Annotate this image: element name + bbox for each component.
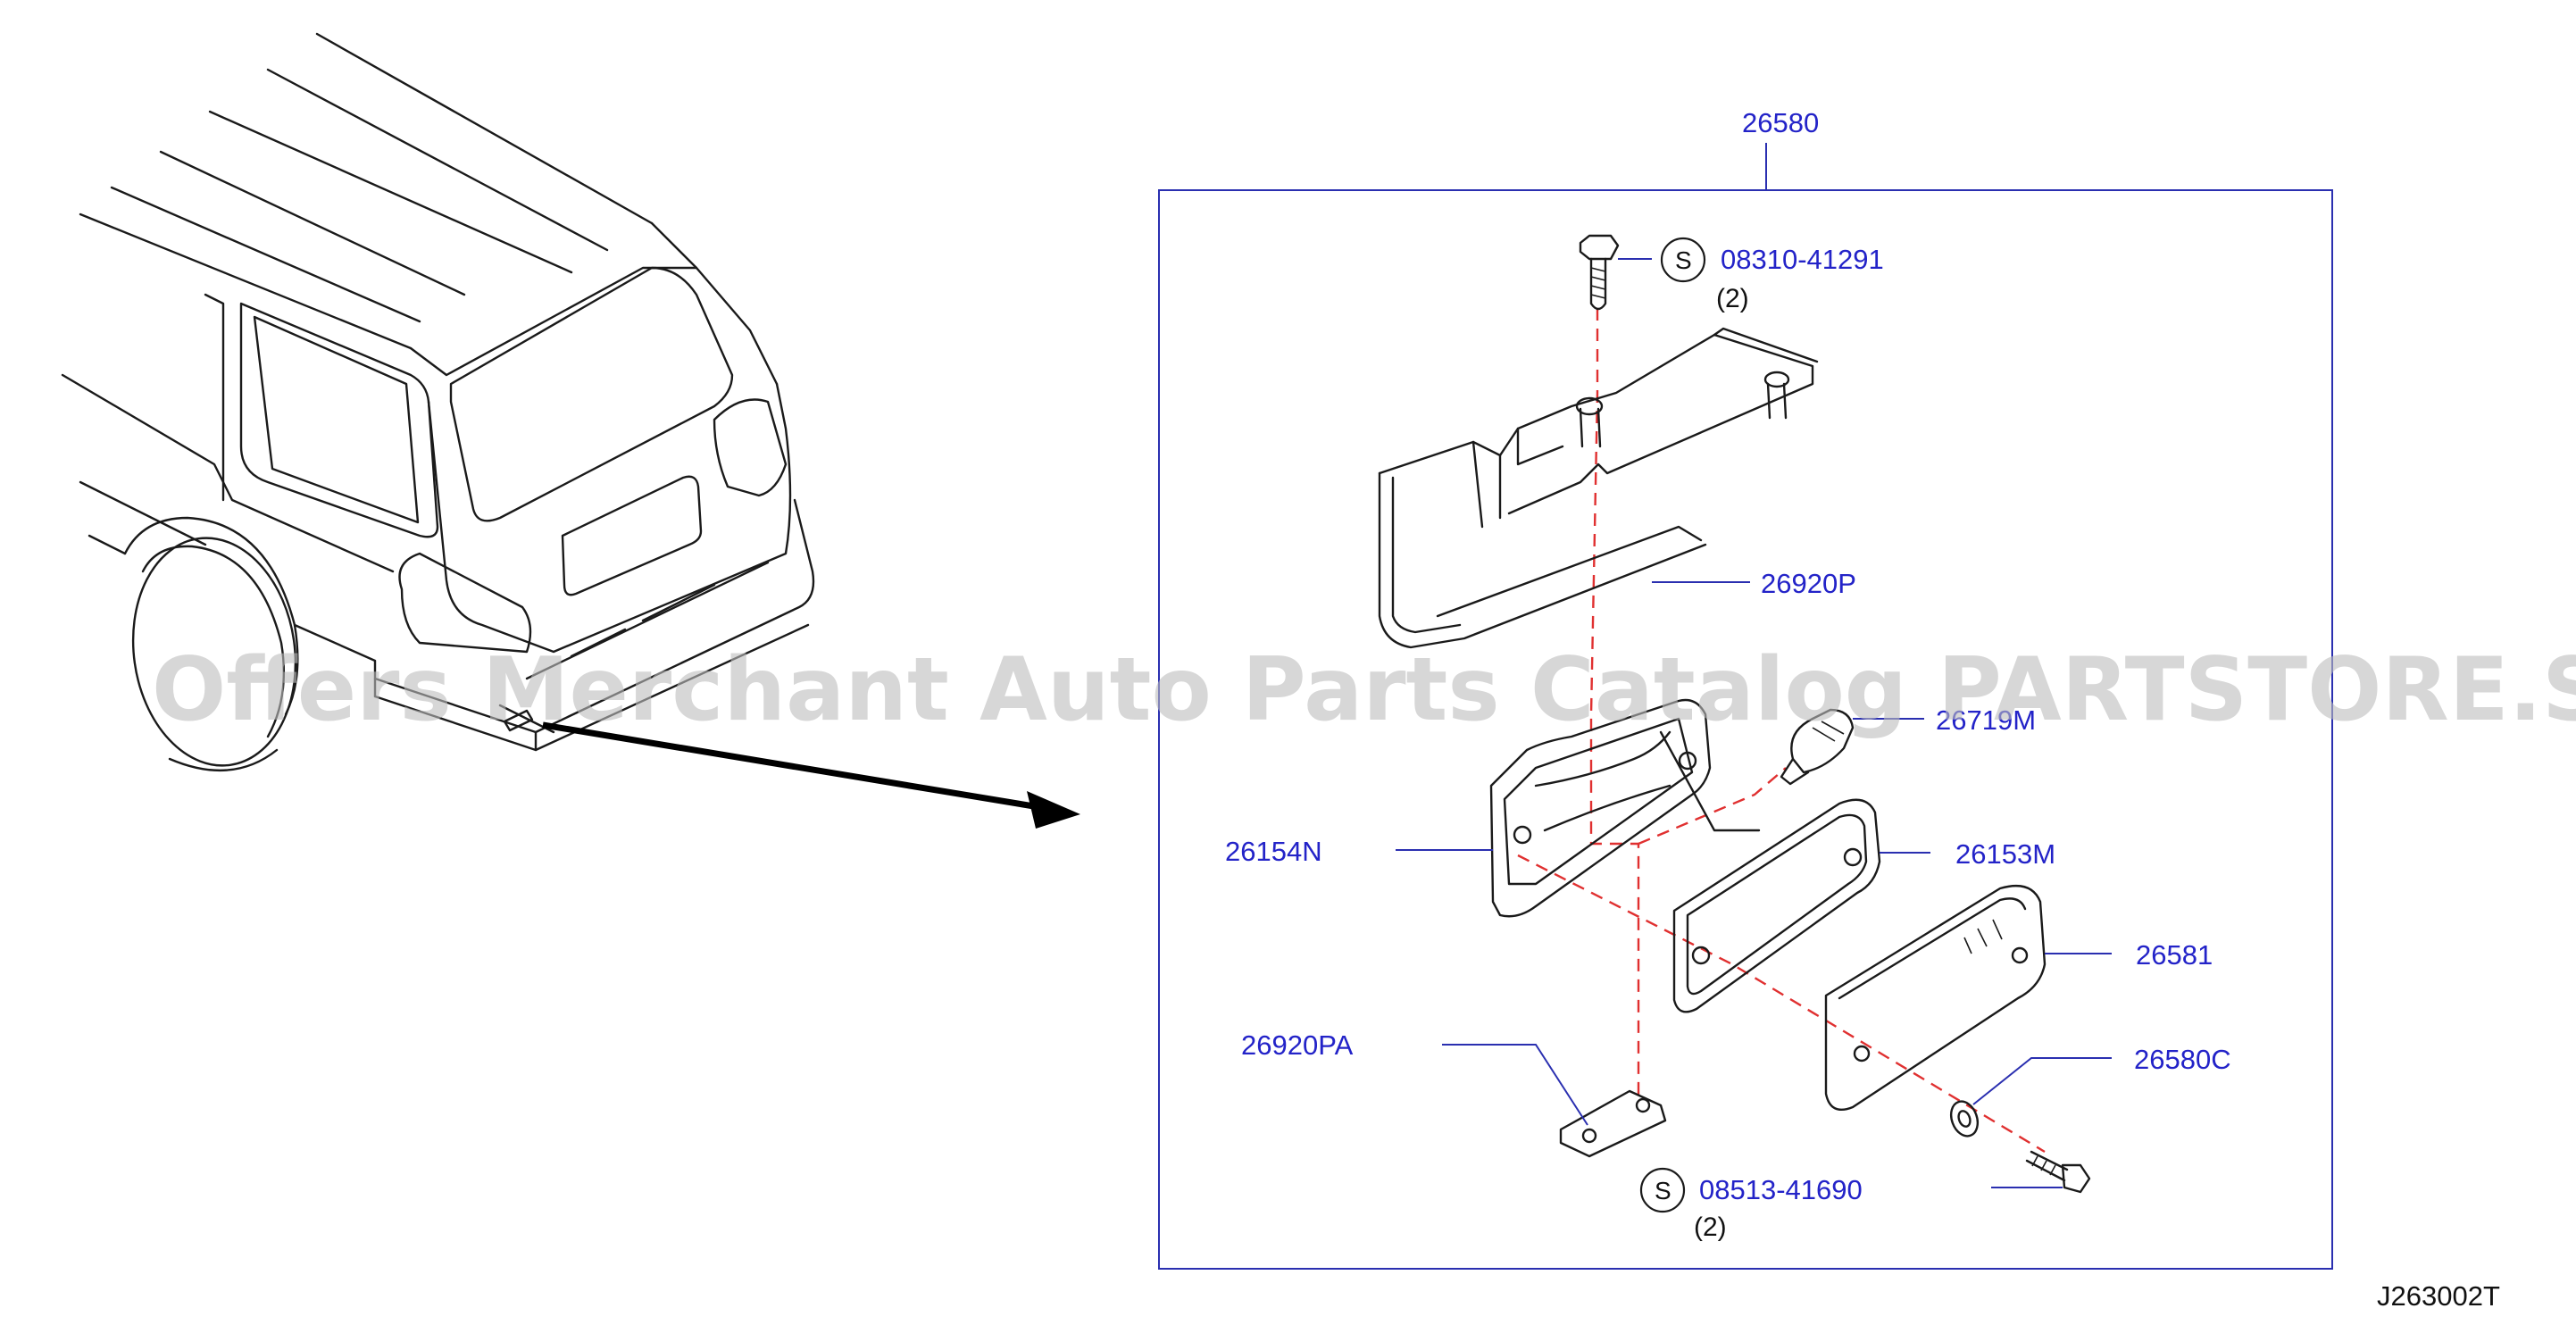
bulb-part-number[interactable]: 26719M <box>1936 704 2036 736</box>
diagram-code: J263002T <box>2377 1280 2500 1312</box>
gasket <box>1672 798 1930 1013</box>
housing-part-number[interactable]: 26154N <box>1225 836 1322 867</box>
screw-bottom-part-number[interactable]: 08513-41690 <box>1699 1174 1863 1205</box>
screw-top <box>1579 234 1652 311</box>
label-screw-top[interactable]: S 08310-41291 (2) <box>1660 237 1884 313</box>
screw-bottom <box>1991 1150 2091 1194</box>
assembly-frame <box>1158 143 2333 1270</box>
lens <box>1824 884 2112 1112</box>
screw-bottom-prefix: S <box>1655 1177 1671 1204</box>
assembly-part-number[interactable]: 26580 <box>1742 107 1819 138</box>
bracket-part-number[interactable]: 26920P <box>1761 568 1856 599</box>
screw-bottom-qty: (2) <box>1694 1212 1727 1242</box>
screw-top-prefix: S <box>1675 246 1692 274</box>
lens-part-number[interactable]: 26581 <box>2136 939 2213 971</box>
vehicle-illustration <box>61 32 815 772</box>
watermark: Offers Merchant Auto Parts Catalog PARTS… <box>152 639 2576 741</box>
label-screw-bottom[interactable]: S 08513-41690 (2) <box>1639 1167 1863 1242</box>
plate <box>1442 1044 1667 1158</box>
bulb <box>1780 708 1924 786</box>
washer-part-number[interactable]: 26580C <box>2134 1044 2231 1075</box>
washer <box>1949 1057 2112 1138</box>
housing <box>1396 698 1761 918</box>
screw-top-part-number[interactable]: 08310-41291 <box>1721 244 1884 275</box>
plate-part-number[interactable]: 26920PA <box>1241 1029 1354 1061</box>
gasket-part-number[interactable]: 26153M <box>1955 838 2055 870</box>
screw-top-qty: (2) <box>1716 284 1749 313</box>
pointer-arrow <box>542 721 1080 829</box>
bracket <box>1378 327 1819 649</box>
